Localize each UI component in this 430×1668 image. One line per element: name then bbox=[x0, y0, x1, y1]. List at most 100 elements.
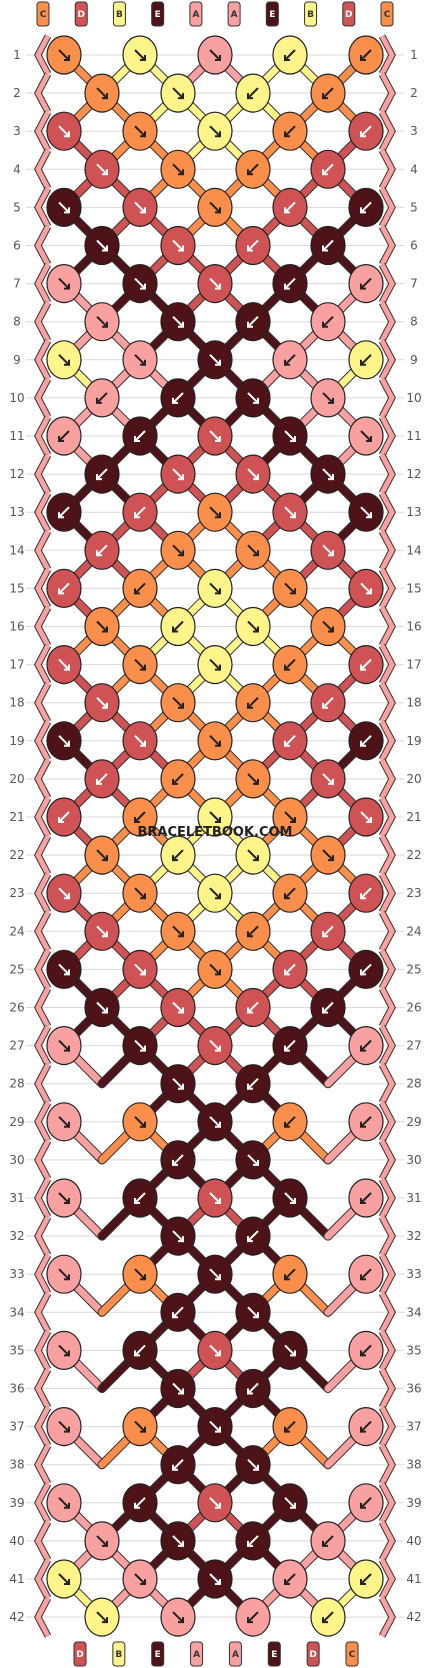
arrowhead-icon bbox=[328, 626, 334, 633]
row-label-right: 41 bbox=[406, 1572, 421, 1586]
strand-end bbox=[306, 1641, 320, 1667]
arrow-icon bbox=[172, 544, 184, 557]
edge-thread bbox=[379, 72, 395, 114]
knot bbox=[310, 1597, 346, 1637]
arrow-icon bbox=[134, 49, 146, 61]
arrow-icon bbox=[322, 925, 334, 938]
knot bbox=[235, 1597, 271, 1637]
arrow-icon bbox=[284, 658, 296, 671]
row-label-left: 36 bbox=[9, 1382, 24, 1396]
knot bbox=[160, 1292, 196, 1332]
edge-thread bbox=[379, 1139, 395, 1181]
arrowhead-icon bbox=[215, 207, 221, 214]
arrow-icon bbox=[134, 963, 146, 976]
arrow-icon bbox=[58, 1573, 70, 1585]
row-label-right: 25 bbox=[406, 962, 421, 976]
arrow-icon bbox=[360, 1420, 372, 1433]
arrowhead-icon bbox=[64, 1121, 70, 1128]
knot bbox=[46, 873, 82, 913]
edge-thread bbox=[35, 263, 51, 304]
arrow-icon bbox=[360, 354, 372, 366]
arrowhead-icon bbox=[64, 1045, 70, 1052]
edge-thread bbox=[379, 530, 395, 571]
row-label-right: 12 bbox=[406, 467, 421, 481]
arrowhead-icon bbox=[64, 1426, 70, 1433]
knot bbox=[348, 1406, 384, 1447]
knot bbox=[160, 759, 196, 799]
arrowhead-icon bbox=[360, 1121, 366, 1128]
arrow-icon bbox=[58, 1192, 70, 1204]
arrow-icon bbox=[284, 735, 296, 747]
knot bbox=[46, 340, 82, 380]
knot bbox=[84, 378, 120, 418]
strand-end-label: D bbox=[77, 10, 84, 20]
row-label-left: 12 bbox=[9, 467, 24, 481]
arrow-icon bbox=[58, 735, 70, 747]
arrowhead-icon bbox=[290, 436, 296, 442]
knot bbox=[197, 1254, 233, 1294]
row-label-right: 13 bbox=[406, 505, 421, 519]
row-label-left: 24 bbox=[9, 924, 24, 938]
row-label-right: 28 bbox=[406, 1077, 421, 1091]
arrowhead-icon bbox=[247, 1617, 253, 1624]
arrow-icon bbox=[96, 239, 108, 252]
arrow-icon bbox=[360, 201, 372, 214]
arrow-icon bbox=[134, 354, 146, 366]
arrowhead-icon bbox=[102, 321, 108, 328]
arrow-icon bbox=[284, 201, 296, 214]
arrowhead-icon bbox=[322, 1007, 328, 1014]
strand-end bbox=[190, 1641, 204, 1667]
arrowhead-icon bbox=[328, 550, 334, 557]
strand-end-label: C bbox=[384, 10, 391, 20]
arrow-icon bbox=[284, 1039, 296, 1052]
row-label-right: 26 bbox=[406, 1001, 421, 1015]
arrow-icon bbox=[209, 582, 221, 595]
arrowhead-icon bbox=[290, 1198, 296, 1204]
knot bbox=[310, 835, 346, 875]
row-label-left: 34 bbox=[9, 1305, 24, 1319]
arrow-icon bbox=[284, 1573, 296, 1585]
arrowhead-icon bbox=[215, 1502, 221, 1509]
knot bbox=[235, 759, 271, 799]
row-label-right: 36 bbox=[406, 1382, 421, 1396]
arrow-icon bbox=[96, 315, 108, 328]
strand-end-label: C bbox=[349, 1650, 356, 1660]
row-label-left: 2 bbox=[13, 86, 21, 100]
knot bbox=[235, 454, 271, 494]
edge-thread bbox=[379, 149, 395, 190]
knot bbox=[348, 1330, 384, 1371]
arrowhead-icon bbox=[102, 855, 108, 862]
arrowhead-icon bbox=[360, 664, 366, 671]
knot bbox=[160, 911, 196, 951]
arrowhead-icon bbox=[322, 93, 328, 100]
row-label-left: 11 bbox=[9, 429, 24, 443]
strand-end-label: E bbox=[271, 1650, 277, 1660]
knot bbox=[235, 149, 271, 189]
arrow-icon bbox=[209, 201, 221, 214]
knot bbox=[197, 1178, 233, 1218]
edge-thread bbox=[35, 834, 51, 876]
edge-thread bbox=[379, 491, 395, 533]
arrow-icon bbox=[284, 125, 296, 137]
strand-end bbox=[151, 1641, 165, 1667]
arrow-icon bbox=[360, 1497, 372, 1509]
edge-thread bbox=[35, 644, 51, 685]
knot bbox=[46, 1406, 82, 1447]
edge-thread bbox=[35, 72, 51, 114]
arrow-icon bbox=[322, 392, 334, 404]
row-label-left: 37 bbox=[9, 1420, 24, 1434]
arrowhead-icon bbox=[64, 359, 70, 366]
arrowhead-icon bbox=[322, 931, 328, 938]
arrow-icon bbox=[96, 392, 108, 404]
arrow-icon bbox=[96, 620, 108, 633]
arrow-icon bbox=[58, 430, 70, 442]
arrowhead-icon bbox=[215, 1274, 221, 1281]
arrowhead-icon bbox=[366, 512, 372, 519]
arrowhead-icon bbox=[290, 512, 296, 519]
knot bbox=[272, 1483, 308, 1523]
edge-thread bbox=[35, 415, 51, 457]
knot bbox=[348, 1025, 384, 1066]
arrowhead-icon bbox=[64, 1502, 70, 1509]
row-label-left: 27 bbox=[9, 1039, 24, 1053]
arrowhead-icon bbox=[290, 588, 296, 595]
